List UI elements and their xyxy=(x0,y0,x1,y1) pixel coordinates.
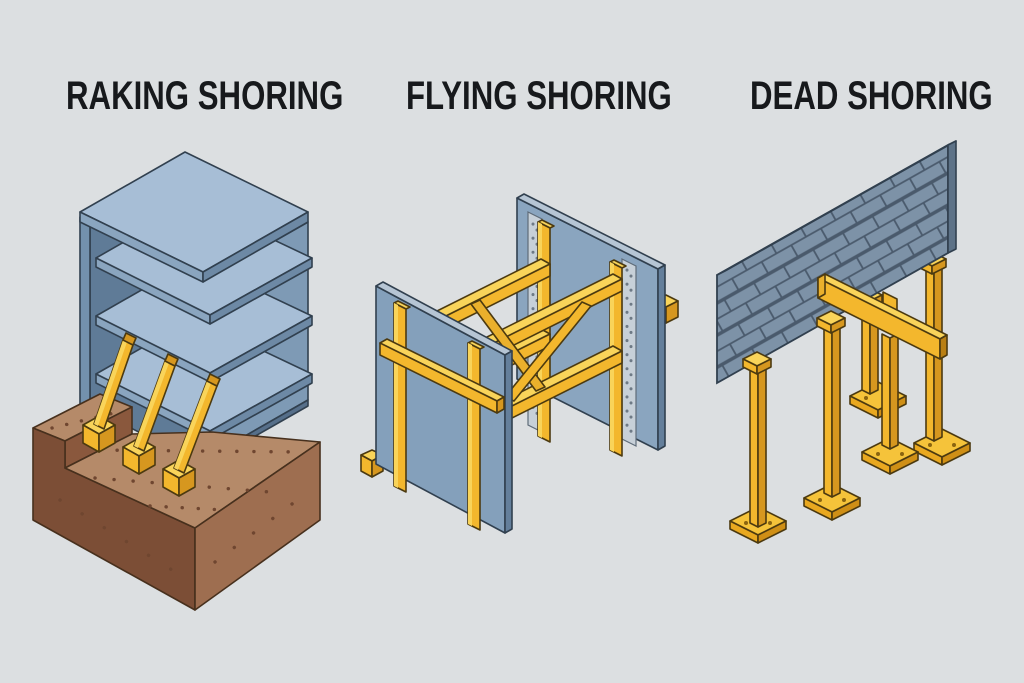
needle-beam xyxy=(817,273,948,360)
flying-shoring-title: FLYING SHORING xyxy=(406,74,672,118)
dead-shoring-title: DEAD SHORING xyxy=(750,74,993,118)
roof-slab xyxy=(79,151,309,283)
front-dead-shores xyxy=(729,310,919,544)
flying-shoring-illustration xyxy=(360,193,679,534)
wall-rail xyxy=(379,338,505,414)
raking-shoring-illustration xyxy=(32,151,321,611)
dead-shoring-illustration xyxy=(716,140,971,544)
brick-wall xyxy=(716,140,957,385)
raking-shores xyxy=(93,332,221,474)
raking-shoring-title: RAKING SHORING xyxy=(66,74,344,118)
